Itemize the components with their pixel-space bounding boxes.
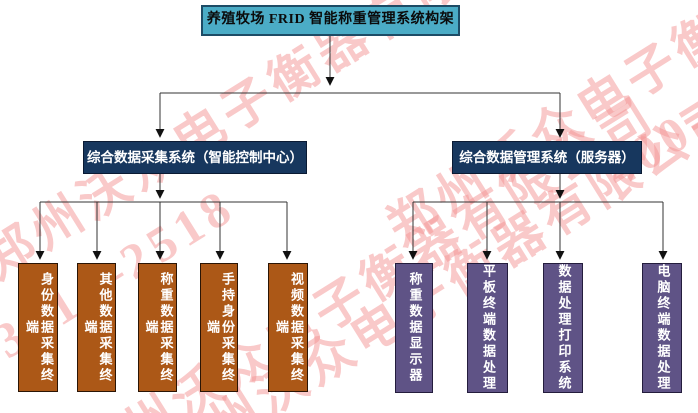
leaf-label: 其他数据采集终端: [82, 271, 113, 384]
leaf-node-weighing-data-terminal: 称重数据采集终端: [138, 263, 177, 392]
leaf-label: 手持身份采集终端: [205, 271, 235, 384]
branch-node-management-system: 综合数据管理系统（服务器）: [452, 141, 642, 174]
leaf-node-other-data-terminal: 其他数据采集终端: [77, 263, 116, 392]
leaf-node-computer-processing: 电脑终端数据处理: [642, 263, 682, 393]
leaf-node-weighing-display: 称重数据显示器: [395, 263, 433, 393]
leaf-label: 身份数据采集终端: [24, 271, 54, 384]
leaf-label: 数据处理打印系统: [556, 264, 572, 392]
leaf-label: 称重数据显示器: [407, 272, 423, 384]
leaf-node-video-terminal: 视频数据采集终端: [268, 263, 308, 392]
leaf-node-tablet-processing: 平板终端数据处理: [467, 263, 508, 393]
root-node: 养殖牧场 FRID 智能称重管理系统构架: [201, 5, 460, 36]
leaf-node-print-system: 数据处理打印系统: [543, 263, 583, 393]
leaf-node-identity-terminal: 身份数据采集终端: [18, 263, 58, 392]
leaf-label: 称重数据采集终端: [143, 271, 174, 384]
leaf-label: 视频数据采集终端: [274, 271, 304, 384]
leaf-label: 电脑终端数据处理: [655, 264, 671, 392]
leaf-label: 平板终端数据处理: [480, 264, 496, 392]
branch-node-collection-system: 综合数据采集系统（智能控制中心）: [83, 141, 307, 174]
leaf-node-handheld-terminal: 手持身份采集终端: [200, 263, 238, 392]
